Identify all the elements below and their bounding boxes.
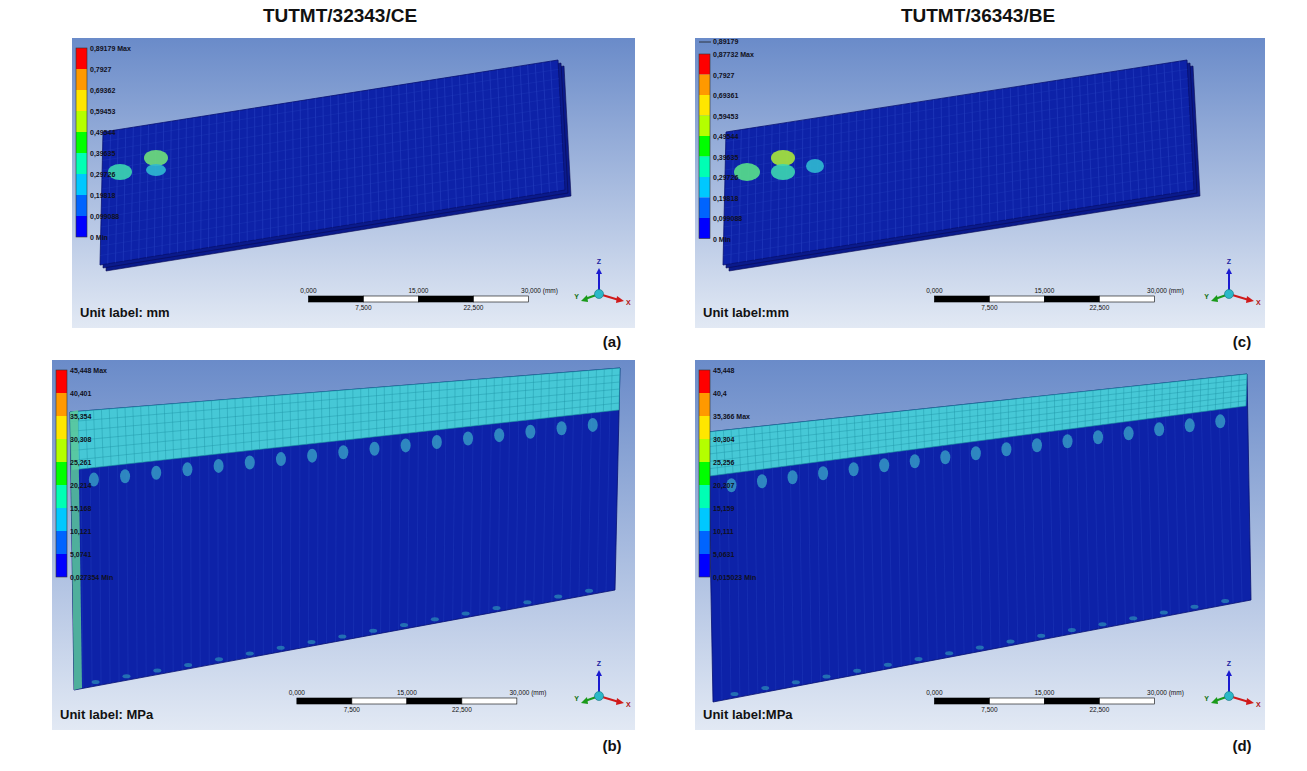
legend-value: 0,69361 <box>713 92 738 99</box>
legend-value: 20,214 <box>70 482 91 489</box>
axis-label: Y <box>1204 293 1209 300</box>
panel-letter: (d) <box>1232 738 1251 753</box>
unit-label: Unit label:mm <box>703 306 789 319</box>
legend-value: 0,19818 <box>713 194 738 201</box>
panel-letter: (c) <box>1233 334 1251 349</box>
legend-value: 10,111 <box>713 528 734 535</box>
legend-value: 0,7927 <box>90 66 111 73</box>
legend-value: 5,0741 <box>70 551 91 558</box>
legend-value: 0,89179 <box>713 38 738 45</box>
legend-value: 40,4 <box>713 390 727 397</box>
panel-picture <box>695 360 1265 730</box>
legend-value: 0 Min <box>90 234 108 241</box>
legend-value: 35,354 <box>70 413 91 420</box>
unit-label: Unit label: MPa <box>60 708 153 721</box>
scale-value: 30,000 (mm) <box>509 690 546 697</box>
legend-value: 0 Min <box>713 235 731 242</box>
legend-value: 0,49544 <box>90 129 115 136</box>
panel-picture <box>695 38 1265 328</box>
legend-value: 5,0631 <box>713 551 734 558</box>
scale-value: 22,500 <box>464 305 484 312</box>
axis-label: Z <box>1227 258 1231 265</box>
unit-label: Unit label: mm <box>80 306 170 319</box>
legend-value: 0,59453 <box>713 112 738 119</box>
panel-picture <box>72 38 635 328</box>
scale-value: 22,500 <box>1089 707 1109 714</box>
legend-value: 0,099088 <box>713 215 742 222</box>
legend-value: 0,69362 <box>90 87 115 94</box>
scale-value: 15,000 <box>409 288 429 295</box>
legend-value: 0,29726 <box>713 174 738 181</box>
legend-value: 0,59453 <box>90 108 115 115</box>
scale-value: 22,500 <box>452 707 472 714</box>
legend-value: 0,39635 <box>90 150 115 157</box>
legend-value: 30,308 <box>70 436 91 443</box>
panel-letter: (a) <box>603 334 621 349</box>
axis-label: Z <box>597 660 601 667</box>
panel-picture <box>52 360 635 730</box>
legend-value: 45,448 <box>713 367 734 374</box>
scale-value: 0,000 <box>926 690 942 697</box>
panel-letter: (b) <box>602 738 621 753</box>
legend-value: 25,256 <box>713 459 734 466</box>
legend-value: 0,29726 <box>90 171 115 178</box>
scale-value: 30,000 (mm) <box>1147 288 1184 295</box>
scale-value: 7,500 <box>344 707 360 714</box>
scale-value: 15,000 <box>1034 288 1054 295</box>
legend-value: 0,87732 Max <box>713 51 754 58</box>
scale-value: 7,500 <box>981 707 997 714</box>
legend-value: 0,7927 <box>713 71 734 78</box>
legend-value: 30,304 <box>713 436 734 443</box>
unit-label: Unit label:MPa <box>703 708 793 721</box>
scale-value: 7,500 <box>981 305 997 312</box>
legend-value: 45,448 Max <box>70 367 107 374</box>
scale-value: 30,000 (mm) <box>521 288 558 295</box>
legend-value: 0,015023 Min <box>713 574 756 581</box>
axis-label: Z <box>597 258 601 265</box>
axis-label: X <box>626 299 631 306</box>
scale-value: 30,000 (mm) <box>1147 690 1184 697</box>
legend-value: 20,207 <box>713 482 734 489</box>
axis-label: Y <box>1204 695 1209 702</box>
legend-value: 35,366 Max <box>713 413 750 420</box>
scale-value: 15,000 <box>397 690 417 697</box>
legend-value: 40,401 <box>70 390 91 397</box>
scale-value: 7,500 <box>355 305 371 312</box>
scale-value: 0,000 <box>289 690 305 697</box>
legend-value: 15,159 <box>713 505 734 512</box>
axis-label: Z <box>1227 660 1231 667</box>
scale-value: 22,500 <box>1089 305 1109 312</box>
axis-label: X <box>626 701 631 708</box>
legend-value: 15,168 <box>70 505 91 512</box>
axis-label: Y <box>574 695 579 702</box>
legend-value: 25,261 <box>70 459 91 466</box>
panel-heading: TUTMT/36343/BE <box>901 6 1055 25</box>
scale-value: 0,000 <box>300 288 316 295</box>
legend-value: 0,49544 <box>713 133 738 140</box>
legend-value: 0,39635 <box>713 153 738 160</box>
scale-value: 15,000 <box>1034 690 1054 697</box>
scale-value: 0,000 <box>926 288 942 295</box>
legend-value: 0,19818 <box>90 192 115 199</box>
axis-label: Y <box>574 293 579 300</box>
panel-heading: TUTMT/32343/CE <box>263 6 417 25</box>
axis-label: X <box>1256 299 1261 306</box>
legend-value: 0,89179 Max <box>90 45 131 52</box>
legend-value: 10,121 <box>70 528 91 535</box>
axis-label: X <box>1256 701 1261 708</box>
legend-value: 0,099088 <box>90 213 119 220</box>
legend-value: 0,027354 Min <box>70 574 113 581</box>
